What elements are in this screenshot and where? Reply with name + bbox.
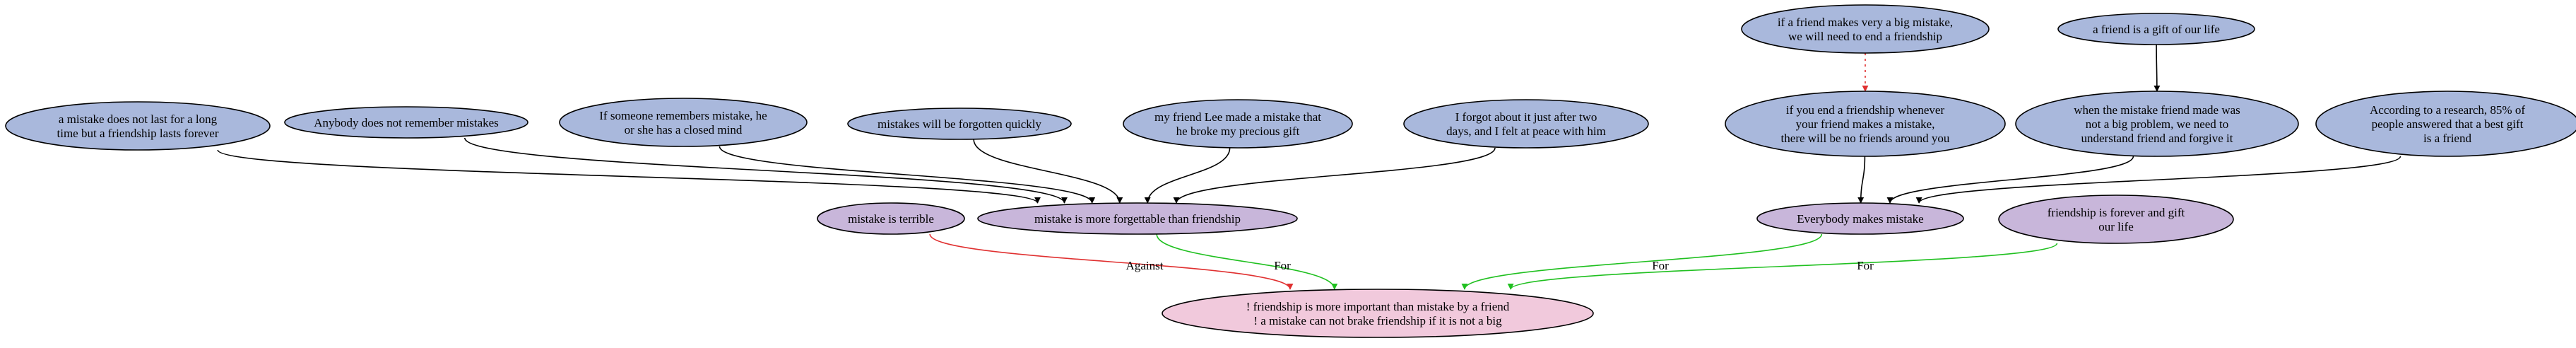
premise-ellipse (5, 101, 271, 151)
premise-ellipse (2015, 91, 2299, 157)
node-label-line: your friend makes a mistake, (1796, 117, 1935, 131)
node-label-line: if a friend makes very a big mistake, (1778, 16, 1953, 29)
claim-ellipse (1756, 202, 1964, 235)
edge-terrible-to-conclusion (929, 233, 1294, 290)
edge-label-for: For (1274, 259, 1291, 272)
premise-ellipse (559, 98, 808, 147)
edge-forgot-to-forgettable (1173, 147, 1496, 204)
node-label-line: or she has a closed mind (625, 123, 743, 137)
node-label-line: is a friend (2423, 132, 2471, 145)
node-label-line: Everybody makes mistake (1797, 212, 1923, 226)
node-label-line: time but a friendship lasts forever (57, 127, 219, 140)
edge-label-against: Against (1126, 259, 1164, 272)
edge-someone-to-forgettable (719, 146, 1096, 204)
edge-forgettable-to-conclusion (1156, 233, 1338, 290)
node-label-line: Anybody does not remember mistakes (314, 116, 499, 129)
node-forgettable: mistake is more forgettable than friends… (977, 202, 1298, 235)
edge-not-big-to-everybody (1886, 156, 2134, 204)
edge-lee-to-forgettable (1144, 147, 1231, 204)
edge-end-friendship-to-everybody (1857, 156, 1866, 204)
node-label-line: people answered that a best gift (2372, 117, 2524, 131)
node-label-line: he broke my precious gift (1176, 124, 1300, 138)
edges-layer: Against For For For (217, 44, 2401, 290)
claim-ellipse (977, 202, 1298, 235)
node-label-line: mistake is more forgettable than friends… (1034, 212, 1241, 226)
node-forgotten: mistakes will be forgotten quickly (847, 108, 1072, 140)
node-label-line: my friend Lee made a mistake that (1154, 110, 1321, 124)
node-label-line: a mistake does not last for a long (59, 112, 218, 126)
edge-anybody-to-forgettable (464, 137, 1068, 204)
node-label-line: when the mistake friend made was (2074, 103, 2240, 117)
premise-ellipse (1403, 99, 1649, 149)
edge-mistake-short-to-forgettable (217, 149, 1041, 204)
premise-ellipse (1741, 4, 1990, 54)
node-label-line: ! friendship is more important than mist… (1246, 300, 1510, 313)
node-label-line: a friend is a gift of our life (2093, 23, 2220, 36)
premise-ellipse (284, 106, 528, 139)
node-label-line: friendship is forever and gift (2048, 206, 2185, 219)
conclusion-ellipse (1162, 289, 1594, 338)
node-anybody: Anybody does not remember mistakes (284, 106, 528, 139)
claim-ellipse (1998, 195, 2234, 244)
edge-label-for: For (1652, 259, 1669, 272)
premise-ellipse (847, 108, 1072, 140)
node-label-line: I forgot about it just after two (1455, 110, 1597, 124)
node-gift: a friend is a gift of our life (2057, 13, 2255, 45)
premise-ellipse (1725, 91, 2006, 157)
node-label-line: If someone remembers mistake, he (599, 109, 767, 122)
node-label-line: mistakes will be forgotten quickly (878, 117, 1041, 131)
premise-ellipse (1123, 99, 1353, 149)
node-big-mistake: if a friend makes very a big mistake,we … (1741, 4, 1990, 54)
edge-everybody-to-conclusion (1461, 233, 1823, 290)
node-terrible: mistake is terrible (817, 202, 965, 235)
node-conclusion: ! friendship is more important than mist… (1162, 289, 1594, 338)
node-label-line: we will need to end a friendship (1788, 30, 1942, 43)
node-label-line: not a big problem, we need to (2086, 117, 2229, 131)
node-everybody: Everybody makes mistake (1756, 202, 1964, 235)
node-label-line: understand friend and forgive it (2081, 132, 2233, 145)
node-label-line: days, and I felt at peace with him (1446, 124, 1606, 138)
edge-gift-to-not-big (2153, 44, 2161, 92)
node-label-line: According to a research, 85% of (2370, 103, 2525, 117)
node-label-line: there will be no friends around you (1781, 132, 1950, 145)
node-label-line: our life (2098, 220, 2134, 233)
node-label-line: if you end a friendship whenever (1786, 103, 1945, 117)
node-label-line: mistake is terrible (848, 212, 934, 226)
premise-ellipse (2315, 91, 2576, 157)
edge-forgotten-to-forgettable (973, 139, 1123, 204)
node-label-line: ! a mistake can not brake friendship if … (1253, 314, 1502, 327)
edge-label-for: For (1857, 259, 1874, 272)
premise-ellipse (2057, 13, 2255, 45)
claim-ellipse (817, 202, 965, 235)
edge-research-to-everybody (1915, 156, 2401, 204)
edge-forever-to-conclusion (1507, 243, 2058, 290)
